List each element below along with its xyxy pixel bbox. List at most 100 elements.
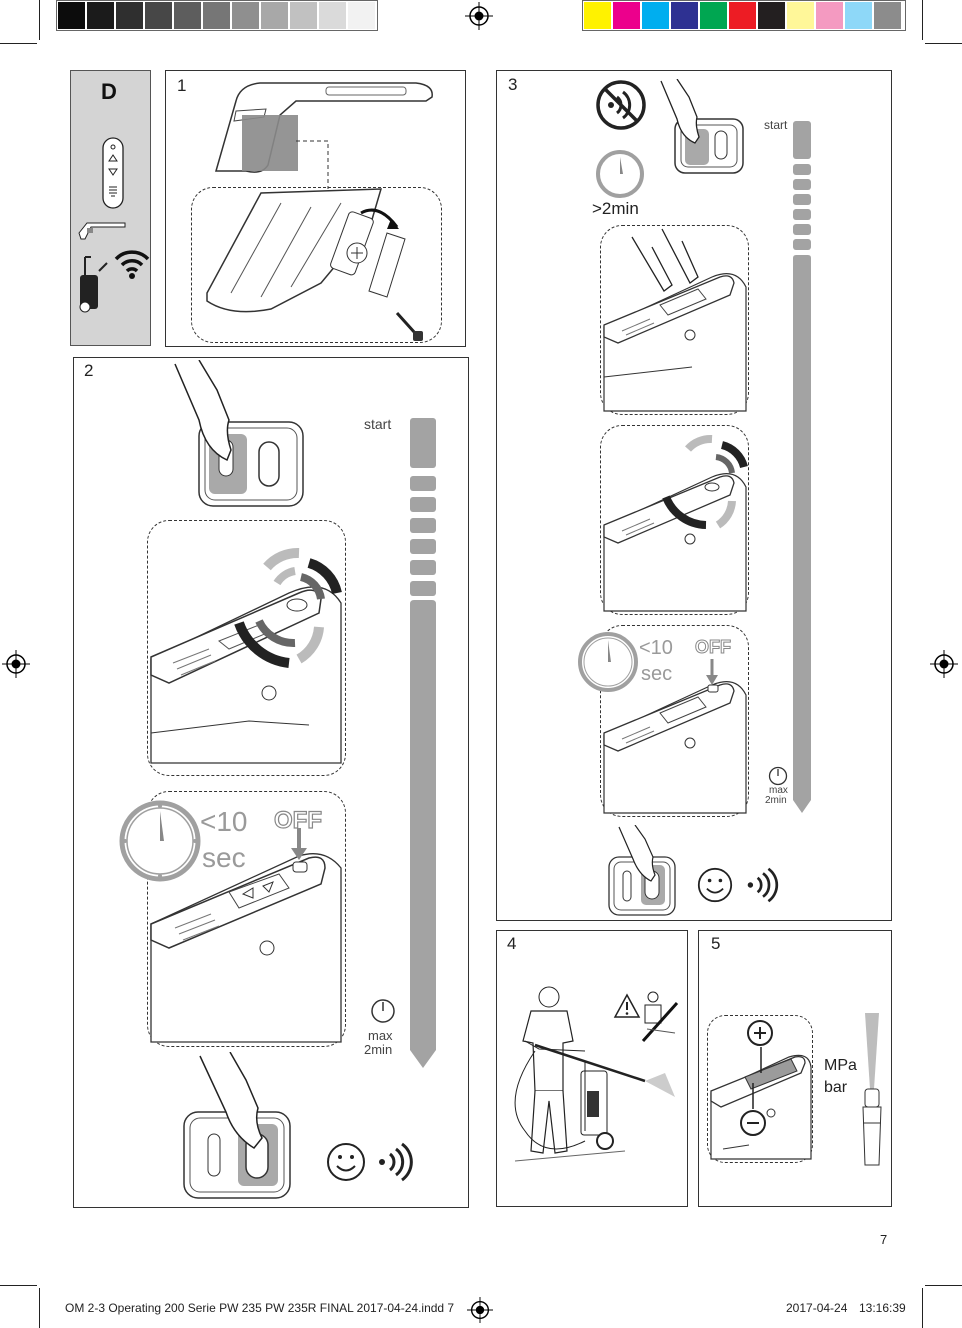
crop-mark [922,0,923,40]
timeline-segment [410,581,436,596]
remote-off-illustration [603,659,747,814]
remote-off-illustration [150,828,342,1043]
remote-vibrating-illustration [603,434,748,612]
step-number: 5 [711,934,721,953]
smiley-icon [697,867,733,903]
plus-button-icon [747,1020,773,1046]
color-swatch [845,2,873,29]
pressure-unit-bar: bar [824,1079,848,1096]
timeline-segment [793,164,811,175]
spray-gun-handle-illustration [215,82,433,173]
color-swatch [613,2,641,29]
timeline-start-segment [793,121,811,159]
timer-unit-label: sec [202,842,246,873]
arrow-buttons-press-callout [600,225,749,415]
color-swatch [816,2,844,29]
color-swatch [319,2,347,29]
remote-pressure-illustration [710,1054,812,1160]
timer-value-label: <10 [639,637,673,659]
timeline-start-segment [410,418,436,468]
off-button-callout [147,791,346,1047]
battery-compartment-illustration [206,188,423,341]
color-swatch [174,2,202,29]
crop-mark [39,0,40,40]
color-swatch [58,2,86,29]
color-swatch [874,2,902,29]
color-swatch [290,2,318,29]
pressure-adjust-callout [707,1015,813,1163]
step-number: 2 [84,361,94,380]
footer-date: 2017-04-24 [786,1301,848,1315]
color-swatch [348,2,376,29]
page-number: 7 [880,1232,888,1247]
registration-mark-left [2,650,30,678]
max-time-label: 2min [765,795,787,806]
timeline-segment [410,560,436,575]
color-swatch [787,2,815,29]
operator-with-pressure-washer-illustration [514,986,675,1162]
timeline-arrow [410,600,436,1068]
step-number: 1 [177,76,187,95]
gray-color-bar [56,0,378,31]
off-button-callout [600,625,749,817]
nozzle-spray-icon [862,1013,882,1166]
color-swatch [584,2,612,29]
crop-mark [925,1285,962,1286]
timer-value-label: <10 [200,806,248,837]
color-swatch [642,2,670,29]
remote-arrows-press-illustration [603,228,747,412]
leader-line [296,140,329,189]
step-5-panel: 5 MPa bar [698,930,892,1207]
button-release-illustration [183,1052,291,1199]
timeline-segment [410,518,436,533]
crop-mark [0,1285,37,1286]
spray-gun-icon [78,222,126,240]
wireless-signal-icon [114,250,150,279]
max-label: max [368,1028,393,1043]
pair-button-press-illustration [660,79,744,174]
no-signal-icon [596,80,646,130]
off-label: OFF [273,806,322,834]
remote-vibration-callout [600,425,749,615]
language-sidebar: D [70,70,151,346]
pair-button-press-illustration [174,360,304,507]
crop-mark [39,1288,40,1328]
step-1-panel: 1 [165,70,466,347]
indicator-lines [752,1047,762,1109]
timeline-segment [410,476,436,491]
timeline-segment [793,239,811,250]
language-code: D [101,79,117,104]
small-timer-icon [371,999,395,1023]
timer-icon [578,632,638,692]
timer-unit-label: sec [641,663,673,685]
crop-mark [925,43,962,44]
signal-confirm-icon [747,867,779,903]
color-swatch [261,2,289,29]
timer-icon [119,800,201,882]
color-swatch [203,2,231,29]
footer-file-name: OM 2-3 Operating 200 Serie PW 235 PW 235… [65,1301,455,1315]
remote-vibrating-illustration [150,548,342,764]
timeline-segment [793,209,811,220]
start-label: start [364,416,392,432]
pressure-unit-mpa: MPa [824,1057,857,1074]
step-2-panel: 2 start [73,357,469,1208]
registration-mark-right [930,650,958,678]
crop-mark [922,1288,923,1328]
no-children-icon [641,991,679,1043]
button-release-illustration [608,825,676,916]
color-swatch [729,2,757,29]
timeline-segment [410,497,436,512]
color-swatch [671,2,699,29]
pressure-washer-icon [79,256,108,313]
footer-time: 13:16:39 [859,1301,906,1315]
signal-confirm-icon [379,1142,413,1182]
timeline-segment [793,179,811,190]
small-timer-icon [768,766,788,786]
registration-mark-bottom [467,1297,493,1323]
timeline-segment [793,224,811,235]
timeline-segment [410,539,436,554]
timeline-arrow [793,255,811,813]
step-number: 3 [508,75,518,94]
step-number: 4 [507,934,517,953]
